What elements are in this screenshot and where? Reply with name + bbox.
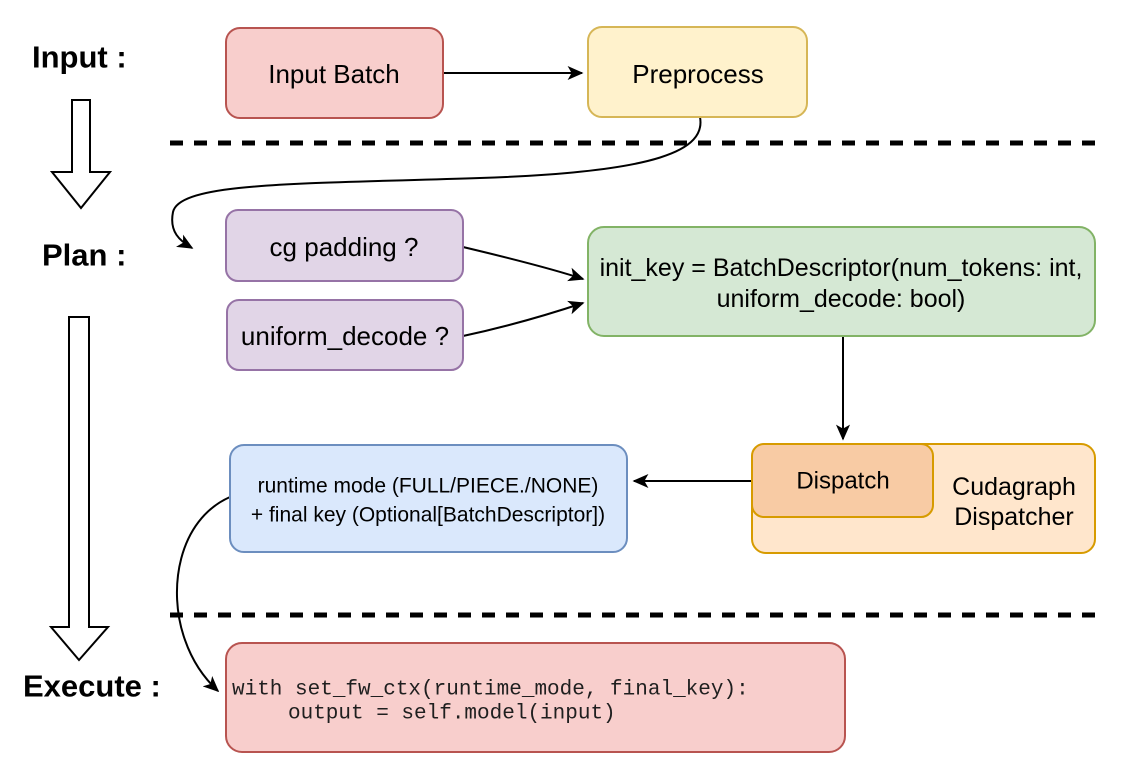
dispatch-box xyxy=(751,443,934,518)
dispatch-label: Dispatch xyxy=(796,468,889,495)
cg-padding-box xyxy=(225,209,464,282)
uniform-decode-label: uniform_decode ? xyxy=(241,321,449,351)
cg-padding-label: cg padding ? xyxy=(270,232,419,262)
stage-label-plan: Plan : xyxy=(42,238,126,273)
init-key-line2: uniform_decode: bool) xyxy=(717,285,966,313)
stage-label-execute: Execute : xyxy=(23,669,161,704)
plan-to-execute-hollow-arrow-icon xyxy=(48,316,111,662)
init-key-line1: init_key = BatchDescriptor(num_tokens: i… xyxy=(600,254,1083,282)
runtime-key-line1: runtime mode (FULL/PIECE./NONE) xyxy=(258,475,599,498)
execute-code-box xyxy=(225,642,846,753)
init-key-box xyxy=(587,226,1096,337)
node-init-key: init_key = BatchDescriptor(num_tokens: i… xyxy=(587,226,1096,337)
input-to-plan-hollow-arrow-icon xyxy=(49,99,113,210)
preprocess-label: Preprocess xyxy=(632,59,764,89)
node-runtime-key: runtime mode (FULL/PIECE./NONE) + final … xyxy=(229,444,628,553)
node-cg-padding: cg padding ? xyxy=(225,209,464,282)
node-input-batch: Input Batch xyxy=(225,27,444,119)
edge-preprocess-to-cg-padding xyxy=(171,116,702,249)
preprocess-box xyxy=(587,26,808,118)
execute-code-line1: with set_fw_ctx(runtime_mode, final_key)… xyxy=(232,679,749,702)
input-batch-label: Input Batch xyxy=(268,59,400,89)
node-execute-code: with set_fw_ctx(runtime_mode, final_key)… xyxy=(225,642,846,753)
cudagraph-dispatcher-line2: Dispatcher xyxy=(954,503,1074,531)
edge-uniform-decode-to-init-key xyxy=(462,300,585,337)
runtime-key-box xyxy=(229,444,628,553)
stage-label-input: Input : xyxy=(32,40,127,75)
edge-runtime-key-to-execute-code xyxy=(175,496,231,693)
node-dispatch: Dispatch xyxy=(751,443,934,518)
uniform-decode-box xyxy=(226,299,464,371)
runtime-key-line2: + final key (Optional[BatchDescriptor]) xyxy=(251,504,605,527)
node-preprocess: Preprocess xyxy=(587,26,808,118)
cudagraph-dispatcher-line1: Cudagraph xyxy=(952,473,1076,501)
edge-cg-padding-to-init-key xyxy=(462,246,585,282)
node-uniform-decode: uniform_decode ? xyxy=(226,299,464,371)
input-batch-box xyxy=(225,27,444,119)
execute-code-line2: output = self.model(input) xyxy=(288,703,616,726)
